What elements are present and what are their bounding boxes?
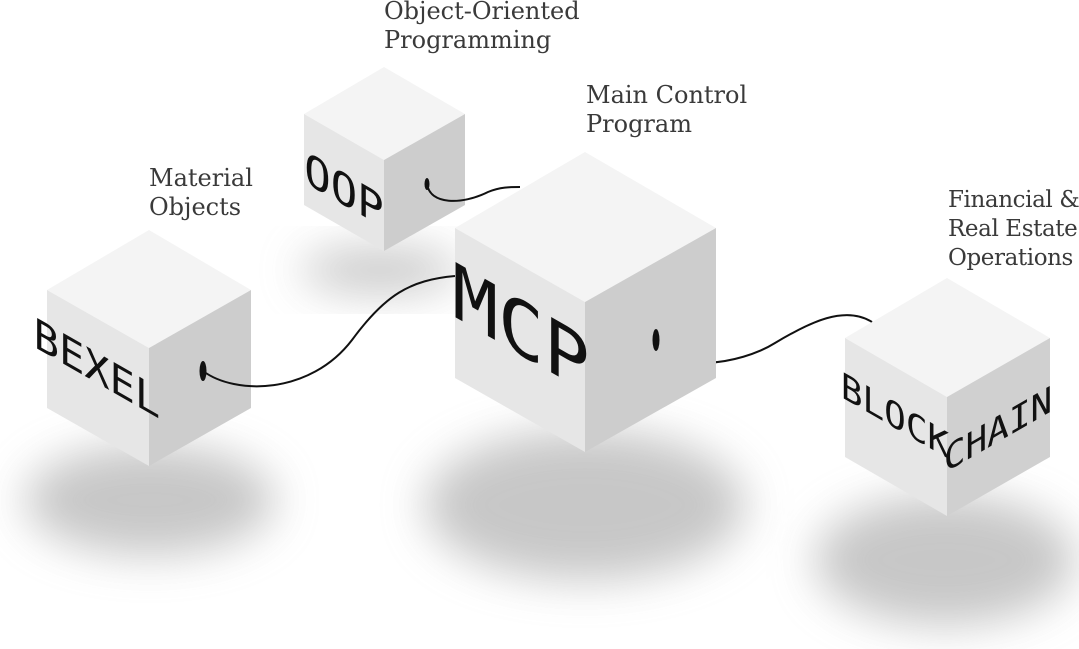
blockchain-cube: BLOCK CHAIN (841, 278, 1052, 516)
bexel-cube-right-face (149, 290, 251, 466)
bexel-caption: Material Objects (149, 164, 253, 222)
cube-shadows (25, 248, 1075, 625)
mcp-cube-top (455, 152, 716, 302)
connector-oop-mcp (426, 183, 521, 202)
blockchain-cube-left-face (845, 338, 947, 516)
oop-shadow (300, 248, 460, 292)
blockchain-cube-top (845, 278, 1050, 397)
oop-caption-line2: Programming (384, 26, 552, 54)
mcp-shadow (425, 430, 745, 580)
mcp-caption-line1: Main Control (586, 81, 748, 109)
oop-cube-left-face (304, 114, 384, 251)
oop-caption-line1: Object-Oriented (384, 0, 580, 25)
bexel-caption-line1: Material (149, 164, 253, 192)
oop-caption: Object-Oriented Programming (384, 0, 580, 55)
bexel-cube-left-face (47, 290, 149, 466)
mcp-cube-right-face (585, 228, 716, 452)
mcp-cube: MCP (452, 152, 716, 452)
mcp-connector-port (652, 329, 660, 351)
mcp-cube-left-face (455, 228, 585, 452)
blockchain-caption-line2: Real Estate (948, 216, 1078, 242)
bexel-cube-top (47, 230, 251, 348)
mcp-caption: Main Control Program (586, 81, 747, 139)
oop-cube-top (304, 67, 465, 160)
oop-cube: OOP (304, 67, 465, 251)
blockchain-shadow (815, 495, 1075, 625)
oop-cube-right-face (384, 114, 465, 251)
connector-bexel-mcp (202, 275, 456, 388)
bexel-cube: BEXEL (34, 230, 251, 466)
blockchain-cube-right-face (947, 338, 1050, 516)
mcp-caption-line2: Program (586, 110, 692, 138)
bexel-caption-line2: Objects (149, 193, 242, 221)
blockchain-caption: Financial & Real Estate Operations (948, 186, 1079, 273)
blockchain-caption-line1: Financial & (948, 187, 1079, 213)
blockchain-caption-line3: Operations (948, 245, 1073, 271)
bexel-shadow (25, 445, 275, 555)
